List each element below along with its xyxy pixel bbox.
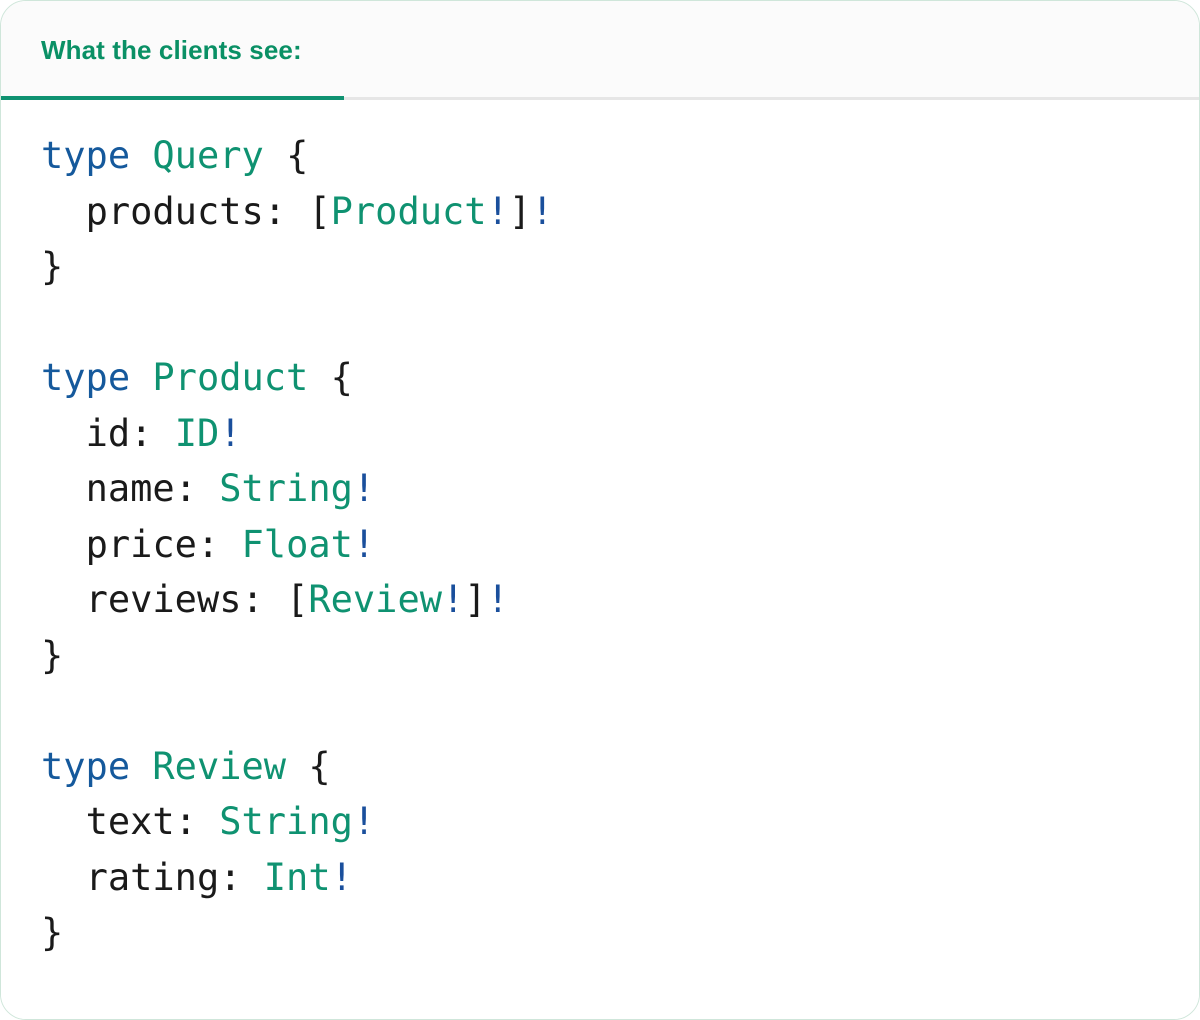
code-token-plain xyxy=(130,745,152,788)
code-token-type: Product xyxy=(330,189,487,233)
code-token-punct: : xyxy=(241,578,287,621)
code-token-type: ID xyxy=(174,411,220,455)
code-token-bang: ! xyxy=(442,578,465,621)
code-line: id: ID! xyxy=(41,406,1159,462)
code-token-plain xyxy=(41,190,86,233)
code-token-field: id xyxy=(85,411,131,455)
tab-bar: What the clients see: xyxy=(1,1,1199,100)
graphql-schema-code: type Query { products: [Product!]!}​type… xyxy=(41,128,1159,961)
code-token-bang: ! xyxy=(352,522,376,566)
code-token-punct: [ xyxy=(286,578,309,621)
code-token-plain xyxy=(264,134,286,177)
code-line: products: [Product!]! xyxy=(41,184,1159,240)
code-token-plain xyxy=(41,412,86,455)
code-token-field: name xyxy=(85,467,175,510)
code-token-punct: : xyxy=(219,855,264,899)
code-token-punct: { xyxy=(330,356,353,399)
code-line: ​ xyxy=(41,683,1159,739)
code-token-bang: ! xyxy=(486,189,509,233)
tab-what-the-clients-see[interactable]: What the clients see: xyxy=(1,1,344,100)
code-token-plain xyxy=(41,523,86,566)
code-token-keyword: type xyxy=(41,134,131,177)
code-token-keyword: type xyxy=(41,356,131,399)
code-line: price: Float! xyxy=(41,517,1159,573)
code-token-type: Query xyxy=(152,134,264,177)
code-token-field: rating xyxy=(85,855,220,899)
code-token-punct: { xyxy=(308,744,331,788)
code-token-punct: } xyxy=(41,911,64,954)
code-token-punct: ] xyxy=(508,189,532,233)
code-token-field: text xyxy=(85,800,175,843)
code-line: text: String! xyxy=(41,794,1159,850)
code-token-plain xyxy=(41,800,86,843)
code-token-type: Float xyxy=(241,522,353,566)
code-content: type Query { products: [Product!]!}​type… xyxy=(41,128,1159,961)
code-token-plain xyxy=(41,578,86,621)
code-token-field: reviews xyxy=(85,578,242,621)
code-token-punct: : xyxy=(130,411,175,455)
code-token-bang: ! xyxy=(219,411,242,455)
code-token-punct: : xyxy=(196,522,242,566)
code-token-plain xyxy=(41,856,86,899)
tab-label: What the clients see: xyxy=(41,35,302,65)
code-line: rating: Int! xyxy=(41,850,1159,906)
code-token-plain xyxy=(130,134,152,177)
code-token-bang: ! xyxy=(531,189,554,233)
code-token-type: String xyxy=(219,800,353,843)
code-token-type: Int xyxy=(263,855,331,899)
code-token-punct: } xyxy=(41,633,64,677)
code-token-punct: ] xyxy=(464,578,487,621)
code-token-plain xyxy=(130,356,152,399)
code-line: } xyxy=(41,628,1159,684)
code-line: type Review { xyxy=(41,739,1159,795)
code-token-type: String xyxy=(219,467,353,510)
code-line: reviews: [Review!]! xyxy=(41,572,1159,628)
code-token-type: Product xyxy=(152,356,309,399)
code-token-bang: ! xyxy=(486,578,509,621)
code-token-keyword: type xyxy=(41,744,131,788)
code-token-field: price xyxy=(85,522,197,566)
code-token-plain xyxy=(308,356,330,399)
code-token-type: Review xyxy=(152,744,287,788)
code-token-plain xyxy=(41,467,86,510)
code-line: type Product { xyxy=(41,350,1159,406)
code-token-punct: : xyxy=(174,467,220,510)
code-token-punct: { xyxy=(286,134,309,177)
code-pane: type Query { products: [Product!]!}​type… xyxy=(1,100,1199,1019)
code-token-bang: ! xyxy=(330,855,353,899)
code-line: ​ xyxy=(41,295,1159,351)
code-token-punct: : xyxy=(263,189,309,233)
code-token-bang: ! xyxy=(352,467,376,510)
code-line: } xyxy=(41,905,1159,961)
code-line: name: String! xyxy=(41,461,1159,517)
code-token-bang: ! xyxy=(352,800,376,843)
code-token-punct: [ xyxy=(308,189,331,233)
code-token-plain xyxy=(286,745,308,788)
code-token-type: Review xyxy=(308,578,442,621)
code-line: } xyxy=(41,239,1159,295)
code-token-field: products xyxy=(85,189,264,233)
code-token-punct: : xyxy=(174,800,220,843)
code-token-punct: } xyxy=(41,245,64,288)
code-line: type Query { xyxy=(41,128,1159,184)
